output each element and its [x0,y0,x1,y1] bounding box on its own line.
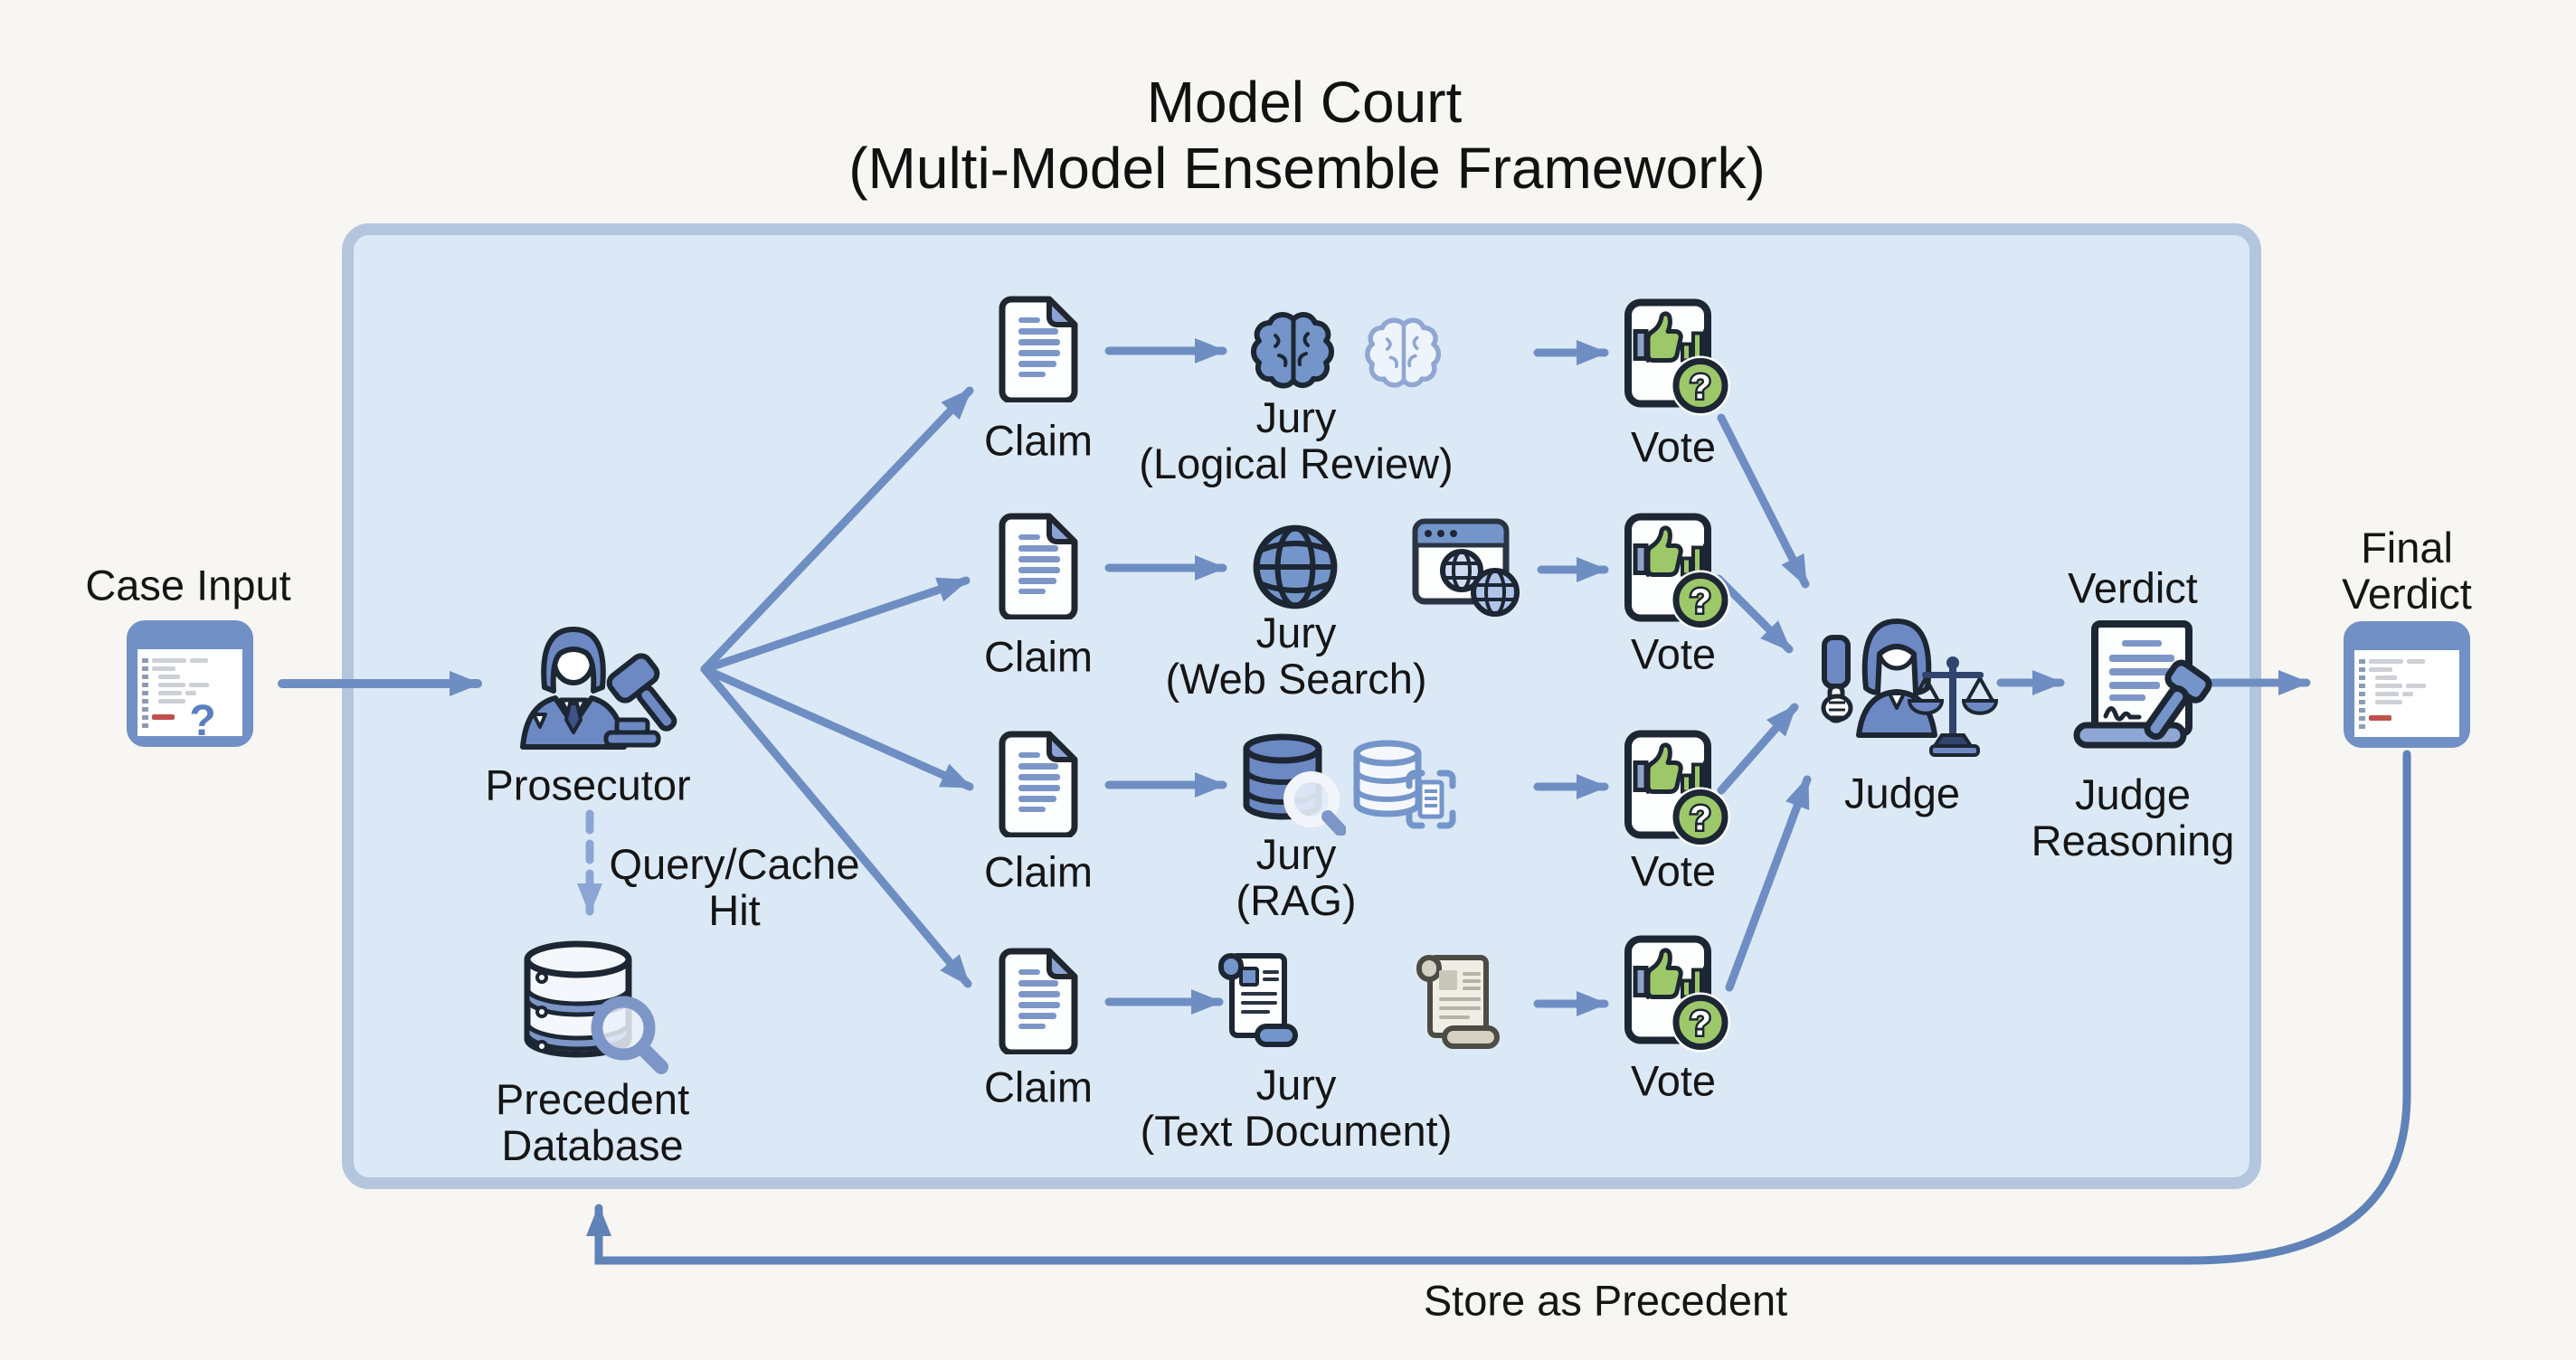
jury2-label: Jury (Web Search) [1165,608,1427,703]
claim-label-2: Claim [983,632,1094,681]
globe-icon [1253,524,1338,609]
claim-document-icon [999,513,1078,619]
question-mark-glyph: ? [189,697,215,745]
vote-card-icon: ? [1624,513,1730,630]
scroll-document-icon [1218,953,1298,1047]
magnifier-icon [1283,771,1346,836]
scroll-paper-icon [1416,955,1500,1049]
diagram-title-line2: (Multi-Model Ensemble Framework) [848,136,1766,201]
verdict-document-icon [2073,620,2212,749]
verdict-label: Verdict [2068,563,2198,612]
claim-label-4: Claim [983,1062,1094,1111]
jury3-label: Jury (RAG) [1236,829,1357,924]
store-as-precedent-label: Store as Precedent [1423,1276,1788,1325]
jury1-label: Jury (Logical Review) [1139,392,1454,487]
globe-icon [1440,549,1483,592]
brain-outline-icon [1365,317,1442,388]
precedent-database-label: Precedent Database [495,1074,690,1169]
vote-label-1: Vote [1630,422,1717,471]
database-search-icon [1243,733,1346,836]
vote-label-2: Vote [1630,629,1717,678]
question-mark-glyph: ? [1690,583,1710,621]
thumbs-up-icon [1645,311,1683,363]
judge-label: Judge [1843,769,1961,817]
thumb-sleeve [1633,329,1649,361]
case-input-label: Case Input [85,561,291,609]
claim-label-1: Claim [983,416,1094,465]
prosecutor-label: Prosecutor [485,760,691,809]
magnifier-icon [591,996,668,1074]
final-verdict-label: Final Verdict [2342,523,2472,618]
signature-squiggle [2103,706,2142,722]
final-verdict-document-icon [2344,621,2470,748]
claim-document-icon [999,296,1078,402]
brain-icon [1251,312,1334,389]
vote-card-icon: ? [1624,935,1730,1053]
question-mark-glyph: ? [1690,800,1710,838]
query-cache-hit-label: Query/Cache Hit [609,839,860,934]
prosecutor-icon [520,627,677,750]
jury4-label: Jury (Text Document) [1140,1060,1453,1155]
claim-label-3: Claim [983,847,1094,896]
diagram-title-line1: Model Court [1146,70,1463,135]
vote-card-icon: ? [1624,298,1730,416]
vote-label-4: Vote [1630,1056,1717,1105]
database-document-scan-icon [1353,740,1456,829]
vote-card-icon: ? [1624,730,1730,847]
gavel-icon [606,653,677,732]
case-input-document-icon: ? [127,620,253,747]
gavel-icon [1821,635,1853,723]
question-mark-glyph: ? [1690,1006,1710,1044]
question-circle-icon [1672,358,1728,413]
browser-globe-icon [1412,518,1520,617]
judge-reasoning-label: Judge Reasoning [2031,770,2235,864]
question-mark-glyph: ? [1690,369,1710,407]
globe-icon [1471,568,1520,617]
gavel-icon [2144,659,2212,741]
precedent-database-icon [524,940,668,1074]
claim-document-icon [999,948,1078,1054]
vote-label-3: Vote [1630,846,1717,895]
claim-document-icon [999,731,1078,837]
judge-icon [1821,619,1998,757]
